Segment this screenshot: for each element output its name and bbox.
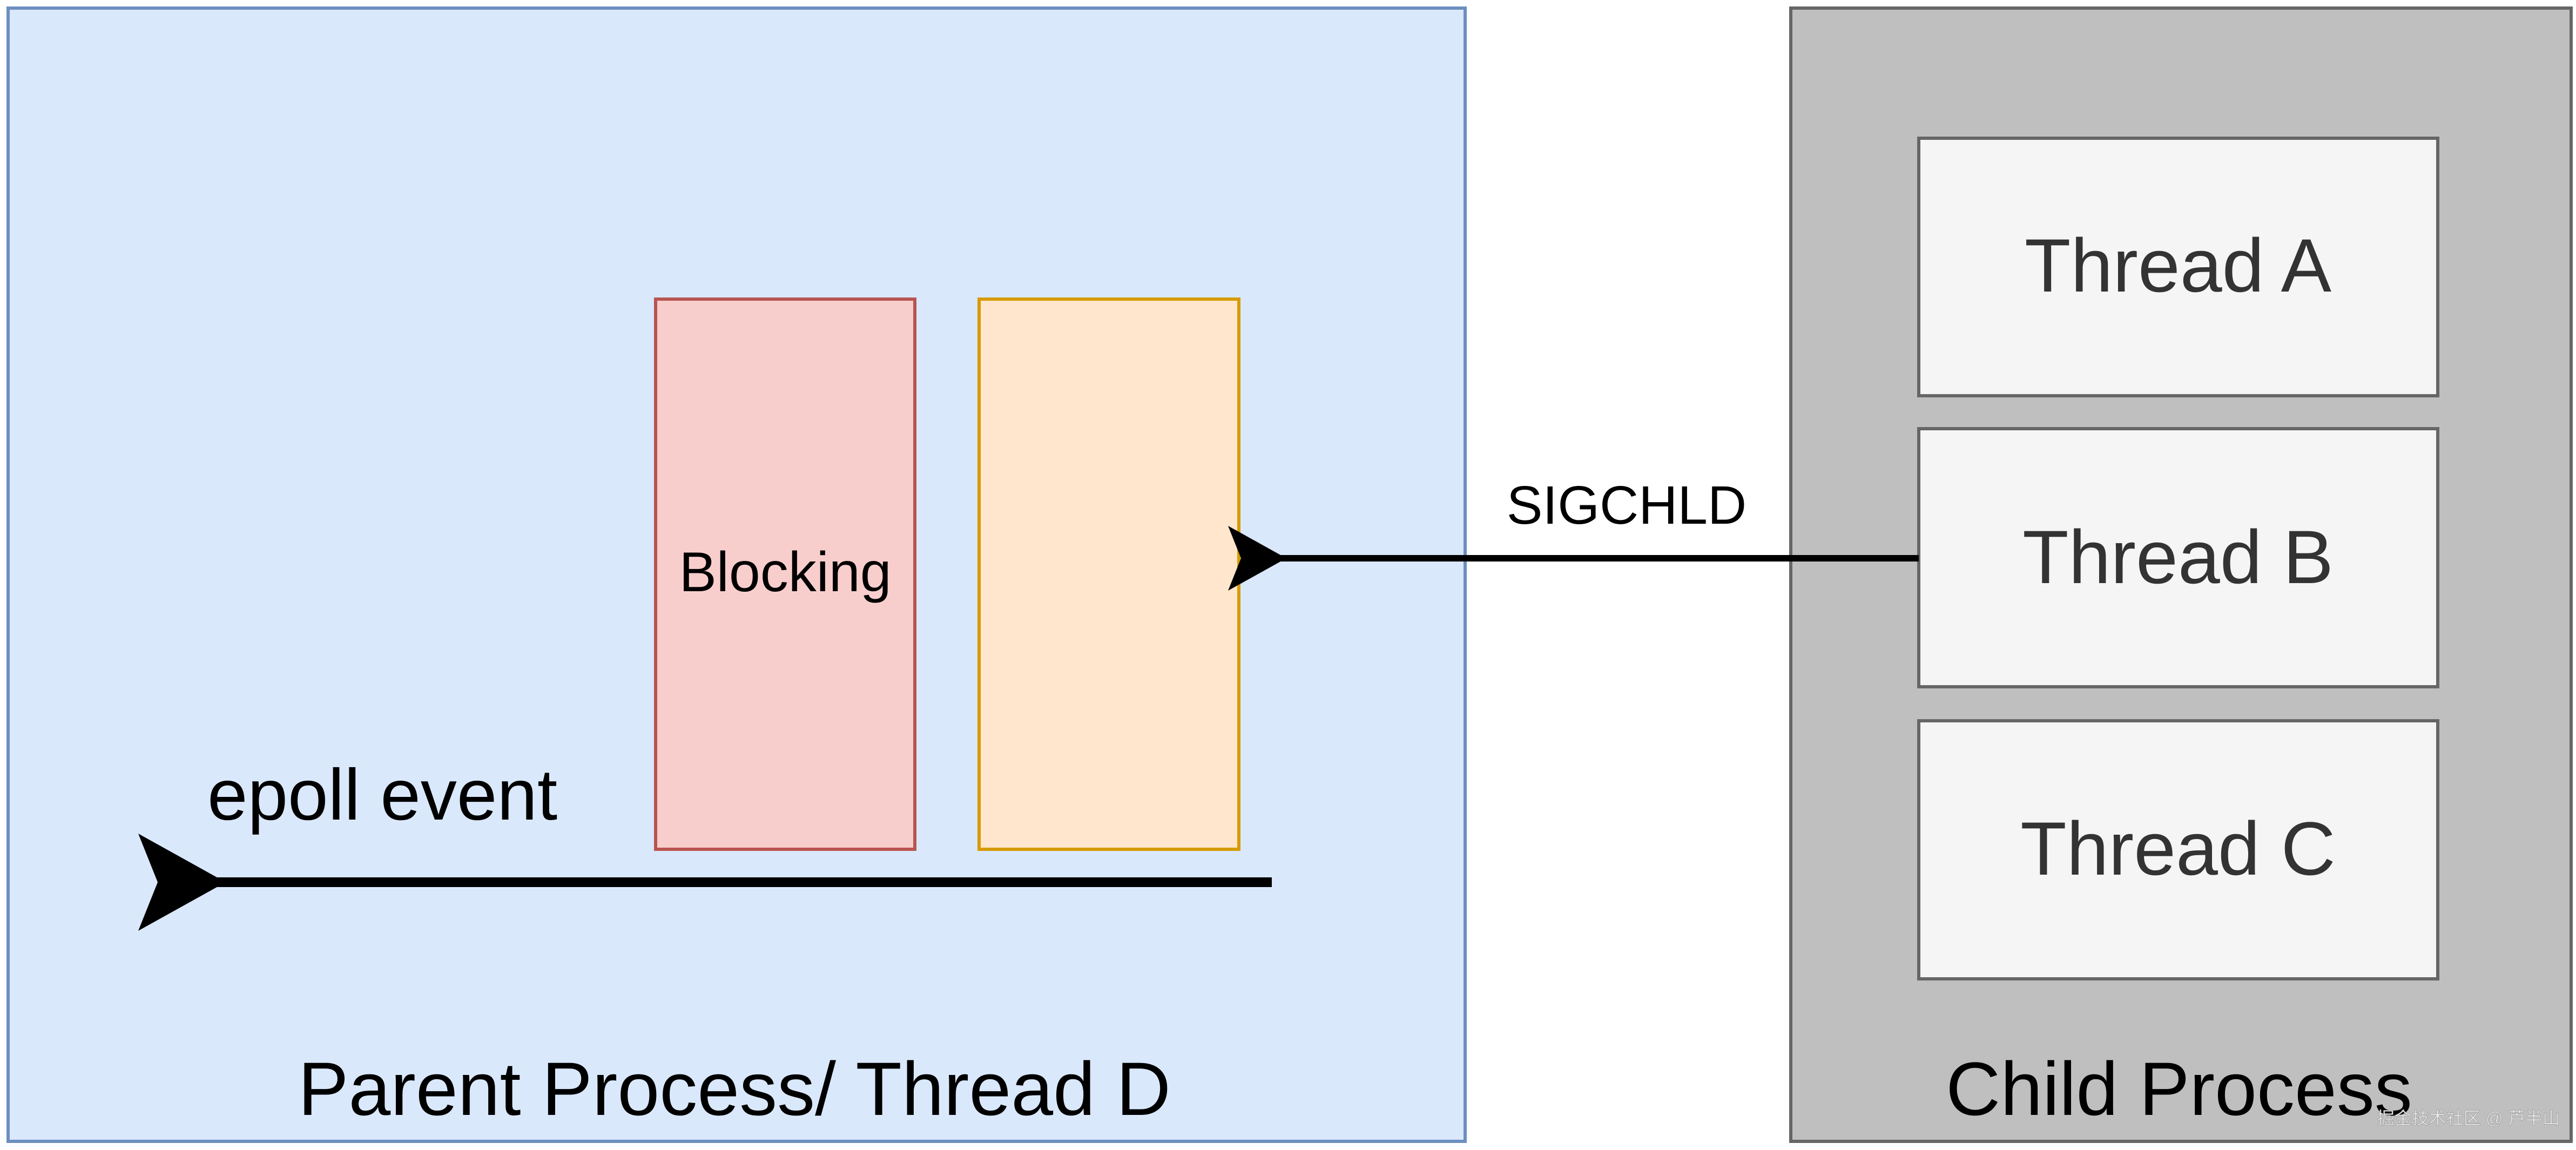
epoll-event-label: epoll event <box>207 755 557 835</box>
thread-a-label: Thread A <box>2025 223 2332 308</box>
child-process-label: Child Process <box>1946 1046 2412 1131</box>
thread-a-box: Thread A <box>1917 137 2439 397</box>
parent-process-label: Parent Process/ Thread D <box>298 1046 1171 1131</box>
signal-handler-box <box>977 297 1240 851</box>
blocking-label: Blocking <box>679 541 891 604</box>
thread-c-box: Thread C <box>1917 719 2439 980</box>
blocking-box: Blocking <box>654 297 916 851</box>
thread-c-label: Thread C <box>2020 806 2336 891</box>
sigchld-label: SIGCHLD <box>1507 475 1747 536</box>
watermark: 掘金技术社区 @ 芦半山 <box>2377 1108 2560 1128</box>
thread-b-label: Thread B <box>2022 515 2334 599</box>
thread-b-box: Thread B <box>1917 427 2439 688</box>
